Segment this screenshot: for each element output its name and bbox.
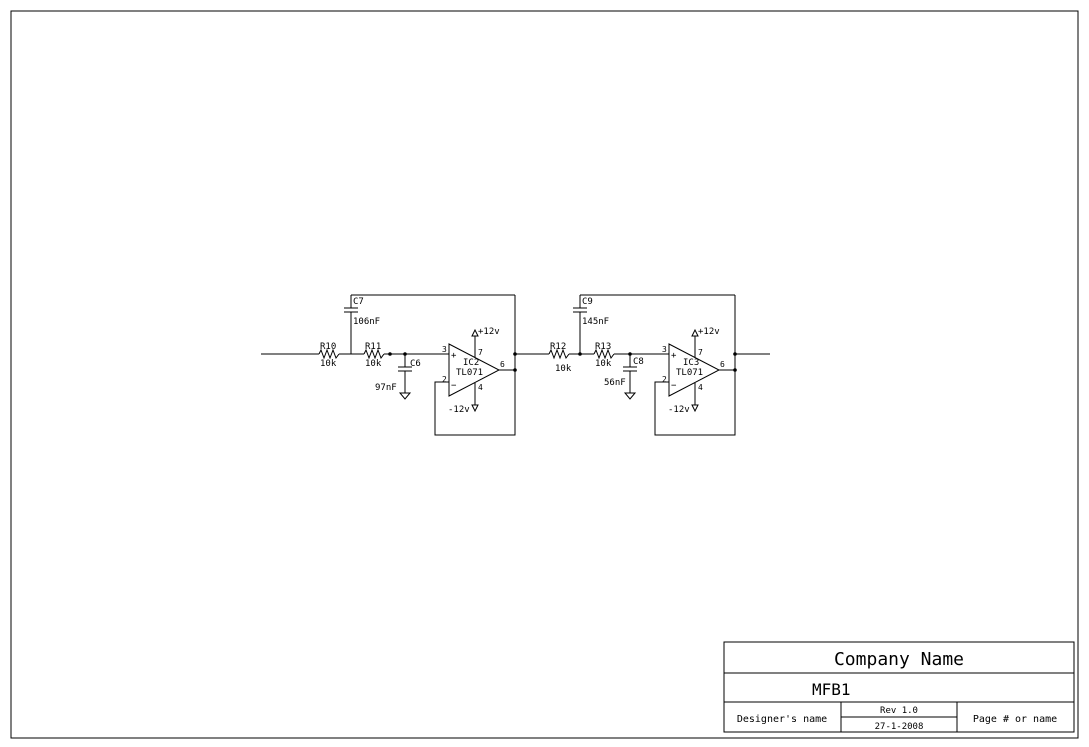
c8-value: 56nF: [604, 378, 626, 388]
ground-icon: [398, 392, 412, 400]
date: 27-1-2008: [875, 722, 924, 732]
ic2-pin3: 3: [442, 345, 447, 354]
ic3-plus: +: [671, 351, 677, 361]
ic2-pin6: 6: [500, 360, 505, 369]
vee-arrow-icon: [691, 404, 699, 413]
capacitor-c8[interactable]: C8 56nF: [604, 354, 644, 393]
ic3-vneg: -12v: [668, 405, 690, 415]
ic3-pin6: 6: [720, 360, 725, 369]
r12-value: 10k: [555, 364, 572, 374]
c7-ref: C7: [353, 297, 364, 307]
capacitor-c6[interactable]: C6 97nF: [375, 354, 421, 393]
ic2-vneg: -12v: [448, 405, 470, 415]
ic2-pin7: 7: [478, 348, 483, 357]
ground-icon: [623, 392, 637, 400]
c9-value: 145nF: [582, 317, 609, 327]
resistor-r12[interactable]: R12 10k: [548, 342, 572, 374]
junction: [733, 368, 737, 372]
capacitor-c7[interactable]: C7 106nF: [344, 295, 380, 354]
c7-value: 106nF: [353, 317, 380, 327]
vcc-arrow-icon: [471, 328, 479, 337]
r11-ref: R11: [365, 342, 381, 352]
ic3-ref: IC3: [683, 358, 699, 368]
junction: [513, 368, 517, 372]
ic3-pin3: 3: [662, 345, 667, 354]
ic3-minus: −: [671, 381, 677, 391]
r10-ref: R10: [320, 342, 336, 352]
designer-name: Designer's name: [737, 714, 827, 725]
company-name: Company Name: [834, 649, 964, 670]
ic2-part: TL071: [456, 368, 483, 378]
ic3-part: TL071: [676, 368, 703, 378]
revision: Rev 1.0: [880, 706, 918, 716]
sheet-border: [10, 10, 1079, 739]
ic3-vpos: +12v: [698, 327, 720, 337]
ic3-pin7: 7: [698, 348, 703, 357]
opamp-ic2[interactable]: + − IC2 TL071 3 2 7 4 6: [442, 343, 505, 397]
filter-stage-2: R12 10k R13 10k C8 56nF C9: [515, 294, 770, 436]
filter-stage-1: R10 10k R11 10k C6 97nF C7: [261, 294, 517, 436]
junction: [388, 352, 392, 356]
resistor-r13[interactable]: R13 10k: [593, 342, 615, 369]
c6-ref: C6: [410, 359, 421, 369]
opamp-ic3[interactable]: + − IC3 TL071 3 2 7 4 6: [662, 343, 725, 397]
vee-arrow-icon: [471, 404, 479, 413]
ic2-vpos: +12v: [478, 327, 500, 337]
c8-ref: C8: [633, 357, 644, 367]
ic3-pin2: 2: [662, 375, 667, 384]
r13-ref: R13: [595, 342, 611, 352]
resistor-r11[interactable]: R11 10k: [363, 342, 385, 369]
r10-value: 10k: [320, 359, 337, 369]
c9-ref: C9: [582, 297, 593, 307]
c6-value: 97nF: [375, 383, 397, 393]
ic2-minus: −: [451, 381, 457, 391]
r12-ref: R12: [550, 342, 566, 352]
ic2-pin2: 2: [442, 375, 447, 384]
ic2-ref: IC2: [463, 358, 479, 368]
ic2-pin4: 4: [478, 383, 483, 392]
resistor-r10[interactable]: R10 10k: [318, 342, 340, 369]
r13-value: 10k: [595, 359, 612, 369]
title-block: Company Name MFB1 Designer's name Rev 1.…: [723, 641, 1075, 733]
ic3-pin4: 4: [698, 383, 703, 392]
sheet-title: MFB1: [812, 680, 851, 699]
page-name: Page # or name: [973, 714, 1057, 725]
ic2-plus: +: [451, 351, 457, 361]
capacitor-c9[interactable]: C9 145nF: [573, 295, 609, 354]
r11-value: 10k: [365, 359, 382, 369]
vcc-arrow-icon: [691, 328, 699, 337]
